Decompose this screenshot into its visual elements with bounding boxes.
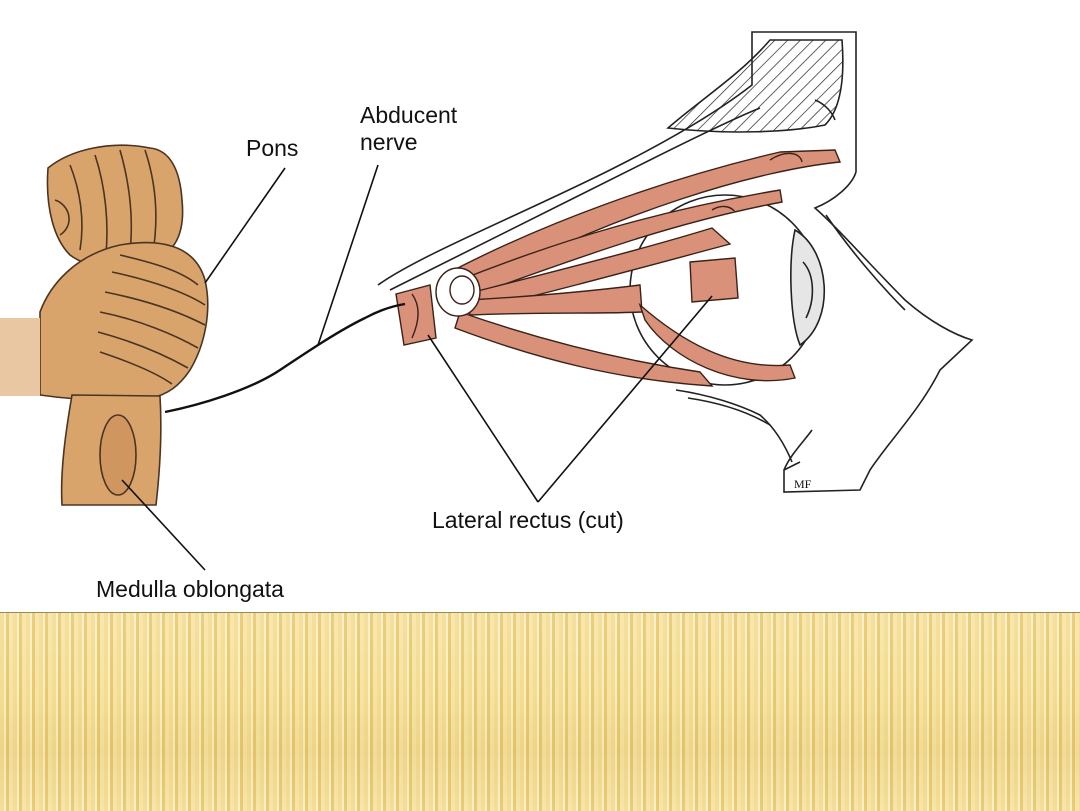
leader-lines <box>121 164 713 571</box>
decorative-striped-band <box>0 612 1080 811</box>
frontal-sinus <box>666 39 844 133</box>
brainstem <box>39 144 209 506</box>
extraocular-muscles <box>395 149 842 387</box>
superior-rectus <box>461 227 732 313</box>
artist-mark: MF <box>794 477 812 491</box>
abducent-nerve-label: Abducent nerve <box>360 102 457 156</box>
inferior-oblique <box>638 302 796 382</box>
cornea <box>790 228 826 347</box>
orbit <box>377 31 974 493</box>
brainstem-fade <box>0 318 40 396</box>
abducent-label-line1: Abducent <box>360 102 458 128</box>
lateral-rectus-label: Lateral rectus (cut) <box>432 507 624 533</box>
abducent-nerve <box>164 302 406 414</box>
olive <box>99 414 137 496</box>
abducent-label-line2: nerve <box>360 129 418 155</box>
abducent-leader <box>317 164 379 346</box>
superior-muscle-2 <box>454 189 783 301</box>
pons-shape <box>39 241 209 401</box>
inferior-rectus <box>454 311 714 387</box>
medulla-oblongata-label: Medulla oblongata <box>96 576 284 602</box>
lateral-rectus-leader-1 <box>427 334 539 503</box>
pons-label: Pons <box>246 135 299 161</box>
lateral-rectus-insertion <box>689 257 739 303</box>
abducent-nerve-diagram: MF <box>0 31 974 571</box>
pons-leader <box>204 167 286 284</box>
apex-stump <box>395 284 437 346</box>
lateral-rectus-leader-2 <box>537 295 713 503</box>
medulla-leader <box>121 479 206 571</box>
